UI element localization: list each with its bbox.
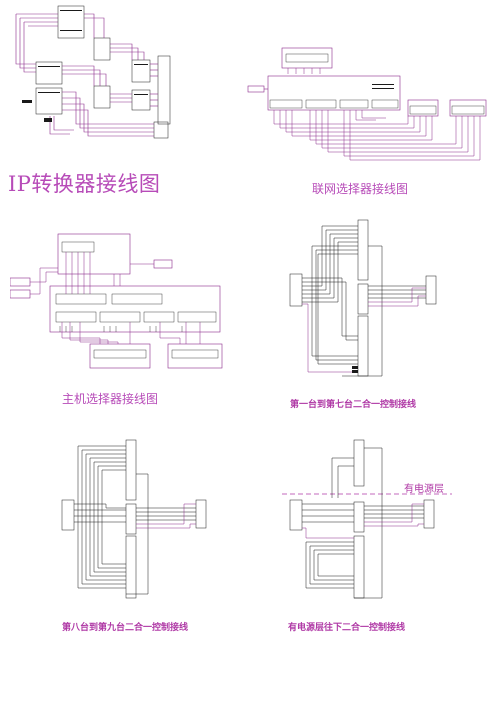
power-floor-down-caption: 有电源层往下二合一控制接线 — [288, 623, 406, 633]
power-floor-label: 有电源层 — [404, 484, 444, 495]
host-selector-wiring-diagram — [10, 232, 230, 372]
ip-converter-wiring-diagram — [14, 4, 184, 154]
host-selector-caption: 主机选择器接线图 — [62, 392, 159, 406]
network-selector-wiring-svg — [247, 47, 487, 161]
power-floor-control-svg — [282, 439, 452, 599]
eighth-to-ninth-control-diagram — [56, 438, 216, 602]
first-to-seventh-control-svg — [289, 219, 437, 377]
eighth-to-ninth-caption: 第八台到第九台二合一控制接线 — [62, 623, 189, 633]
eighth-to-ninth-control-svg — [61, 439, 207, 599]
power-floor-control-diagram — [282, 438, 452, 602]
ip-converter-wiring-svg — [15, 5, 171, 139]
host-selector-wiring-svg — [10, 233, 223, 369]
network-selector-wiring-diagram — [246, 44, 494, 162]
first-to-seventh-control-diagram — [282, 216, 442, 382]
first-to-seventh-caption: 第一台到第七台二合一控制接线 — [290, 400, 417, 410]
network-selector-caption: 联网选择器接线图 — [312, 182, 409, 196]
ip-converter-caption: IP转换器接线图 — [8, 172, 161, 196]
